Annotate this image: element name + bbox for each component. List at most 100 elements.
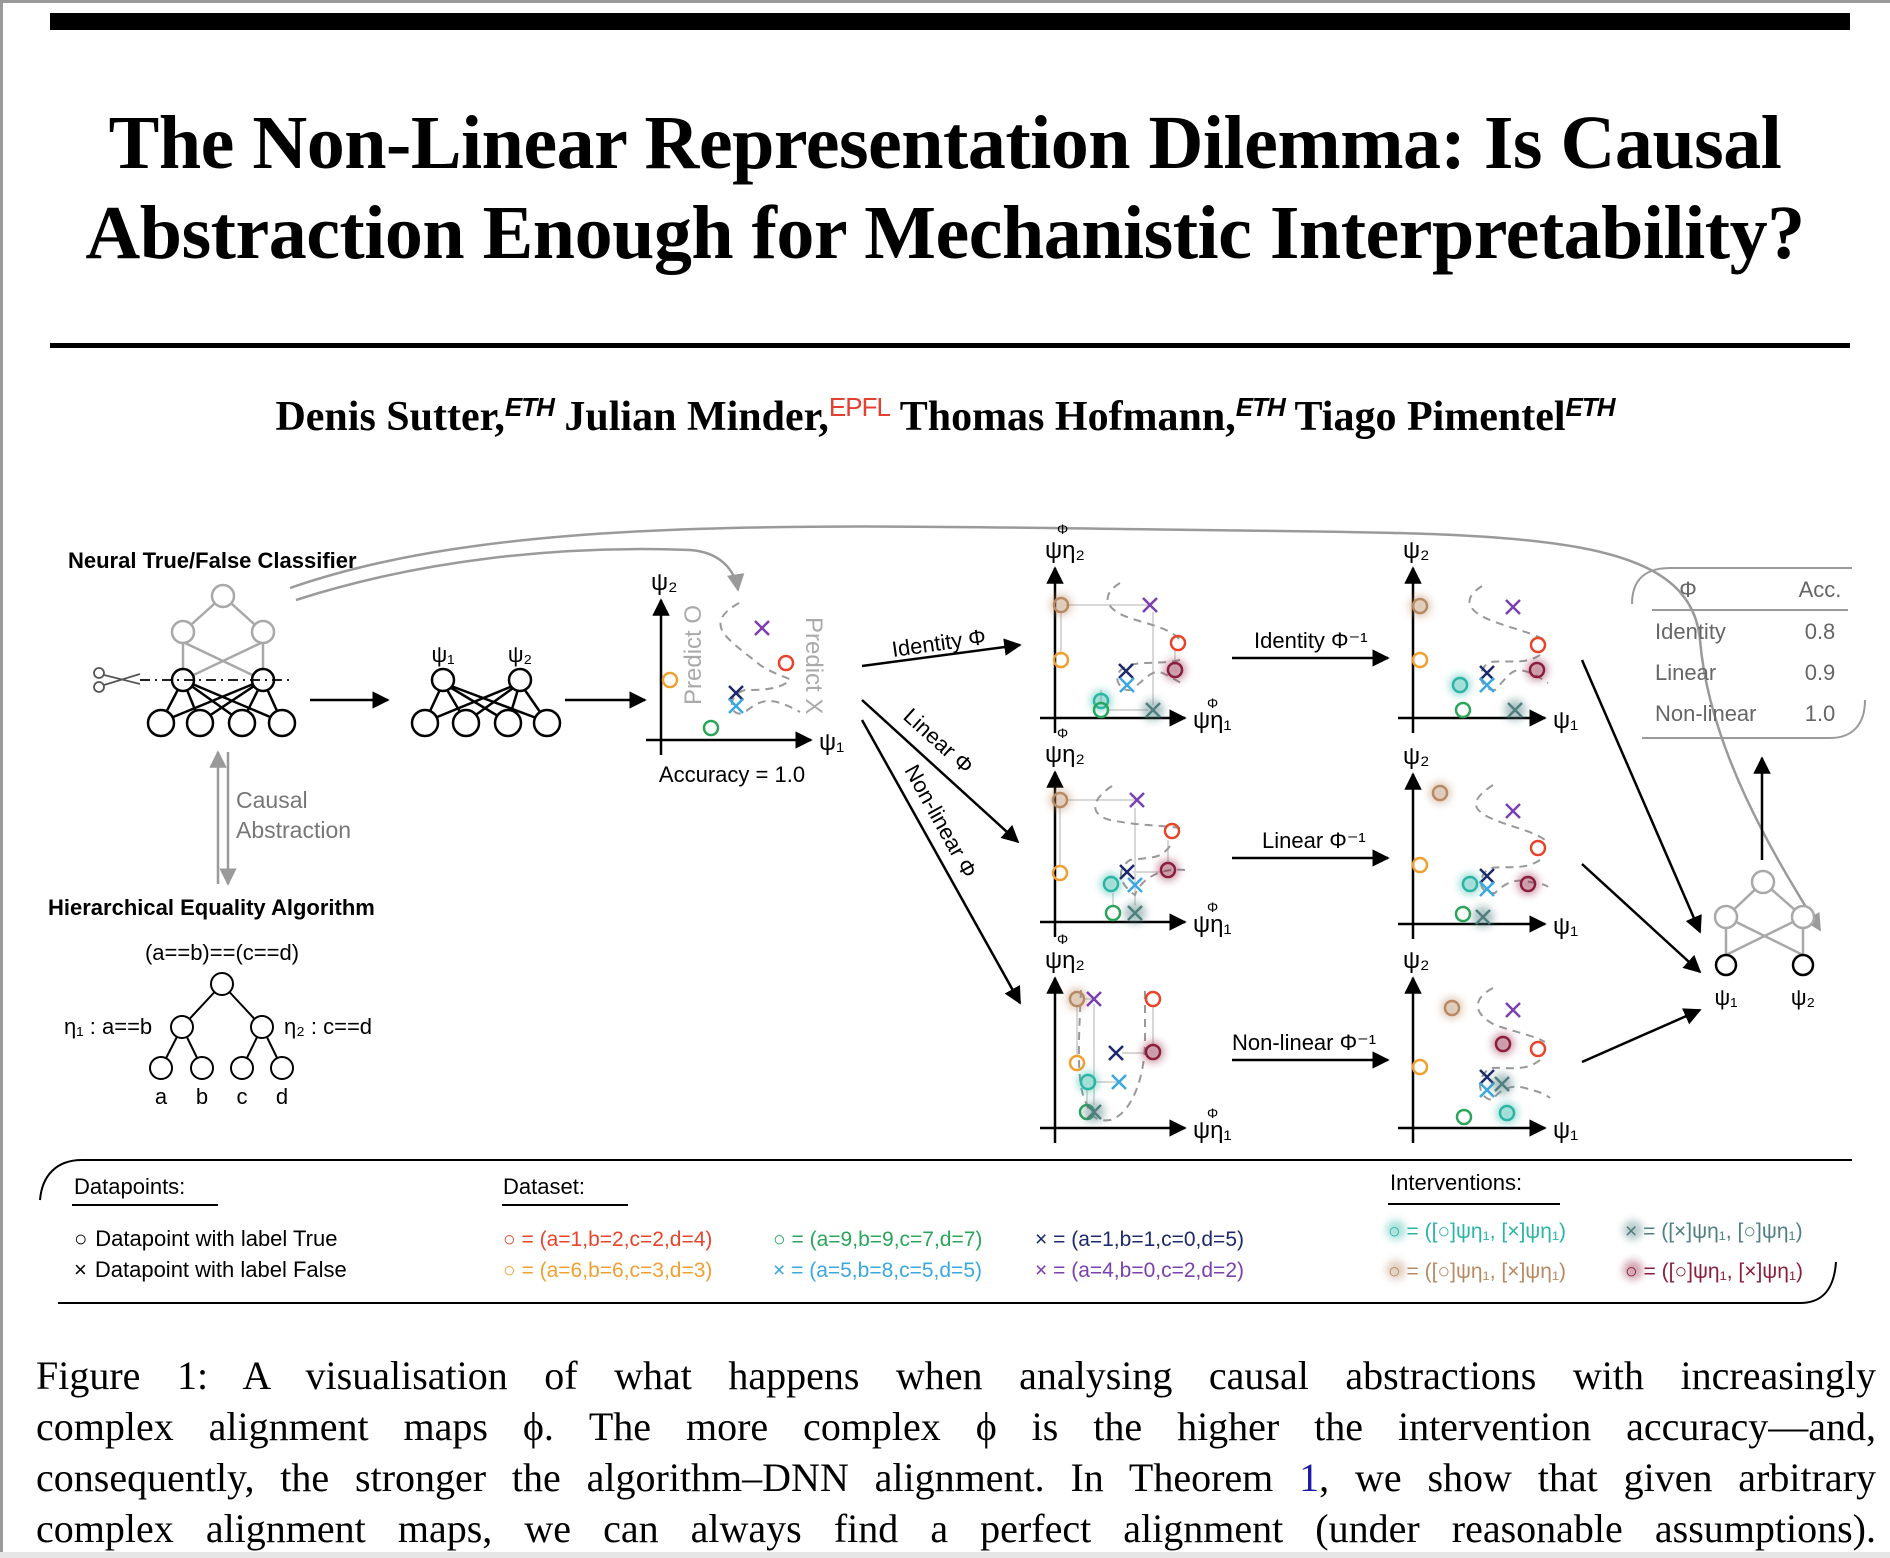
- x-axis-label: ψη₁: [1193, 911, 1232, 938]
- output-psi1-label: ψ₁: [1714, 985, 1737, 1010]
- x-axis-label: ψ₁: [1553, 1117, 1578, 1144]
- table-header-phi: Φ: [1679, 577, 1697, 602]
- dataset-entry: ○ = (a=6,b=6,c=3,d=3): [503, 1259, 712, 1282]
- x-axis-label: ψη₁: [1193, 707, 1232, 734]
- decision-boundary: [1094, 785, 1181, 829]
- cut-network: [410, 667, 562, 738]
- arrow-nonlinear-to-net: [1581, 1008, 1702, 1064]
- interventions-title: Interventions:: [1390, 1170, 1522, 1195]
- intervention-glow: [1623, 1260, 1643, 1280]
- affiliation: ETH: [1235, 392, 1286, 422]
- phi-superscript: Φ: [1057, 931, 1068, 947]
- page-border-bottom: [0, 1552, 1890, 1558]
- author: Denis Sutter,ETH: [275, 392, 554, 440]
- cross-marker: [1479, 881, 1495, 897]
- paper-title: The Non-Linear Representation Dilemma: I…: [0, 98, 1890, 278]
- circle-marker: [1443, 999, 1461, 1017]
- affiliation: EPFL: [828, 392, 891, 422]
- cross-marker: [1142, 597, 1158, 613]
- circle-marker: [1092, 692, 1110, 710]
- psi1-label: ψ₁: [431, 642, 454, 667]
- cross-marker: [1145, 702, 1161, 718]
- top-rule: [50, 13, 1850, 30]
- datapoint-false: ×Datapoint with label False: [74, 1257, 347, 1282]
- theorem-reference-link[interactable]: 1: [1299, 1455, 1320, 1500]
- affiliation: ETH: [1565, 392, 1616, 422]
- psi2-label: ψ₂: [508, 642, 532, 667]
- circle-marker: [1451, 676, 1469, 694]
- circle-marker: [1528, 661, 1546, 679]
- table-header-acc: Acc.: [1799, 577, 1842, 602]
- circle-marker: [1079, 1073, 1097, 1091]
- cross-marker: [1086, 991, 1102, 1007]
- circle-marker: [1144, 1043, 1162, 1061]
- circle-marker: [1052, 651, 1070, 669]
- nonlinear-inverse-plot: ψ₁ ψ₂: [1398, 947, 1578, 1144]
- phi-superscript: Φ: [1207, 899, 1218, 915]
- results-table: Φ Acc. Identity 0.8 Linear 0.9 Non-linea…: [1631, 567, 1866, 739]
- phi-superscript: Φ: [1207, 1105, 1218, 1121]
- leaf-a: a: [155, 1084, 168, 1109]
- circle-marker: [661, 671, 679, 689]
- arrow-linear-to-net: [1581, 863, 1702, 974]
- algorithm-expression: (a==b)==(c==d): [145, 940, 299, 965]
- circle-marker: [1068, 990, 1086, 1008]
- algorithm-title: Hierarchical Equality Algorithm: [48, 895, 375, 920]
- datapoint-true: ○Datapoint with label True: [74, 1226, 337, 1251]
- table-row-map: Linear: [1655, 660, 1716, 685]
- circle-marker: [1461, 875, 1479, 893]
- circle-marker: [1411, 856, 1429, 874]
- circle-marker: [702, 719, 720, 737]
- predict-o-label: Predict O: [680, 605, 707, 705]
- cross-marker: [1505, 803, 1521, 819]
- y-axis-label: ψ₂: [1403, 947, 1429, 974]
- circle-marker: [1529, 636, 1547, 654]
- decision-boundary: [1106, 582, 1181, 641]
- curve-to-output: [289, 525, 1822, 932]
- circle-marker: [1529, 1040, 1547, 1058]
- figure-1: Neural True/False Classifier Causal Abst…: [39, 521, 1866, 1304]
- cross-marker: [1479, 868, 1495, 884]
- curve-to-scatter: [295, 547, 745, 602]
- cross-marker: [1475, 909, 1491, 925]
- y-axis-label: ψ₂: [1403, 743, 1429, 770]
- x-axis-label: ψ₁: [1553, 913, 1578, 940]
- decision-boundary: [1480, 859, 1549, 895]
- y-axis-label: ψ₂: [1403, 537, 1429, 564]
- linear-phi-inv-label: Linear Φ⁻¹: [1262, 828, 1366, 853]
- circle-marker: [1498, 1104, 1516, 1122]
- table-row-map: Non-linear: [1655, 701, 1757, 726]
- circle-marker: [1166, 661, 1184, 679]
- predict-x-label: Predict X: [800, 617, 827, 714]
- circle-marker: [1169, 634, 1187, 652]
- intervention-glow: [1386, 1260, 1406, 1280]
- phi-superscript: Φ: [1207, 695, 1218, 711]
- circle-marker: [1144, 990, 1162, 1008]
- cross-marker: [754, 620, 770, 636]
- eta2-label: η₂ : c==d: [284, 1014, 372, 1039]
- nonlinear-phi-inv-label: Non-linear Φ⁻¹: [1232, 1030, 1376, 1055]
- author-list: Denis Sutter,ETH Julian Minder,EPFL Thom…: [0, 392, 1890, 441]
- page-border-top: [0, 0, 1890, 3]
- circle-marker: [1454, 701, 1472, 719]
- y-axis-label: ψη₂: [1045, 947, 1085, 974]
- circle-marker: [1455, 1108, 1473, 1126]
- circle-marker: [1092, 701, 1110, 719]
- title-line-1: The Non-Linear Representation Dilemma: I…: [108, 101, 1782, 185]
- decision-boundary: [1120, 845, 1186, 897]
- scissors-icon: [93, 667, 141, 693]
- circle-marker: [1529, 839, 1547, 857]
- cross-marker: [1505, 1002, 1521, 1018]
- cross-marker: [1479, 677, 1495, 693]
- table-row-acc: 0.8: [1805, 619, 1836, 644]
- intervention-entry: × = ([×]ψη₁, [○]ψη₁): [1625, 1220, 1803, 1243]
- caption-line: Figure 1: A visualisation of what happen…: [36, 1353, 1876, 1398]
- dataset-entry: ○ = (a=9,b=9,c=7,d=7): [773, 1228, 982, 1251]
- leaf-d: d: [276, 1084, 288, 1109]
- accuracy-label: Accuracy = 1.0: [659, 762, 805, 787]
- cross-marker: [1129, 792, 1145, 808]
